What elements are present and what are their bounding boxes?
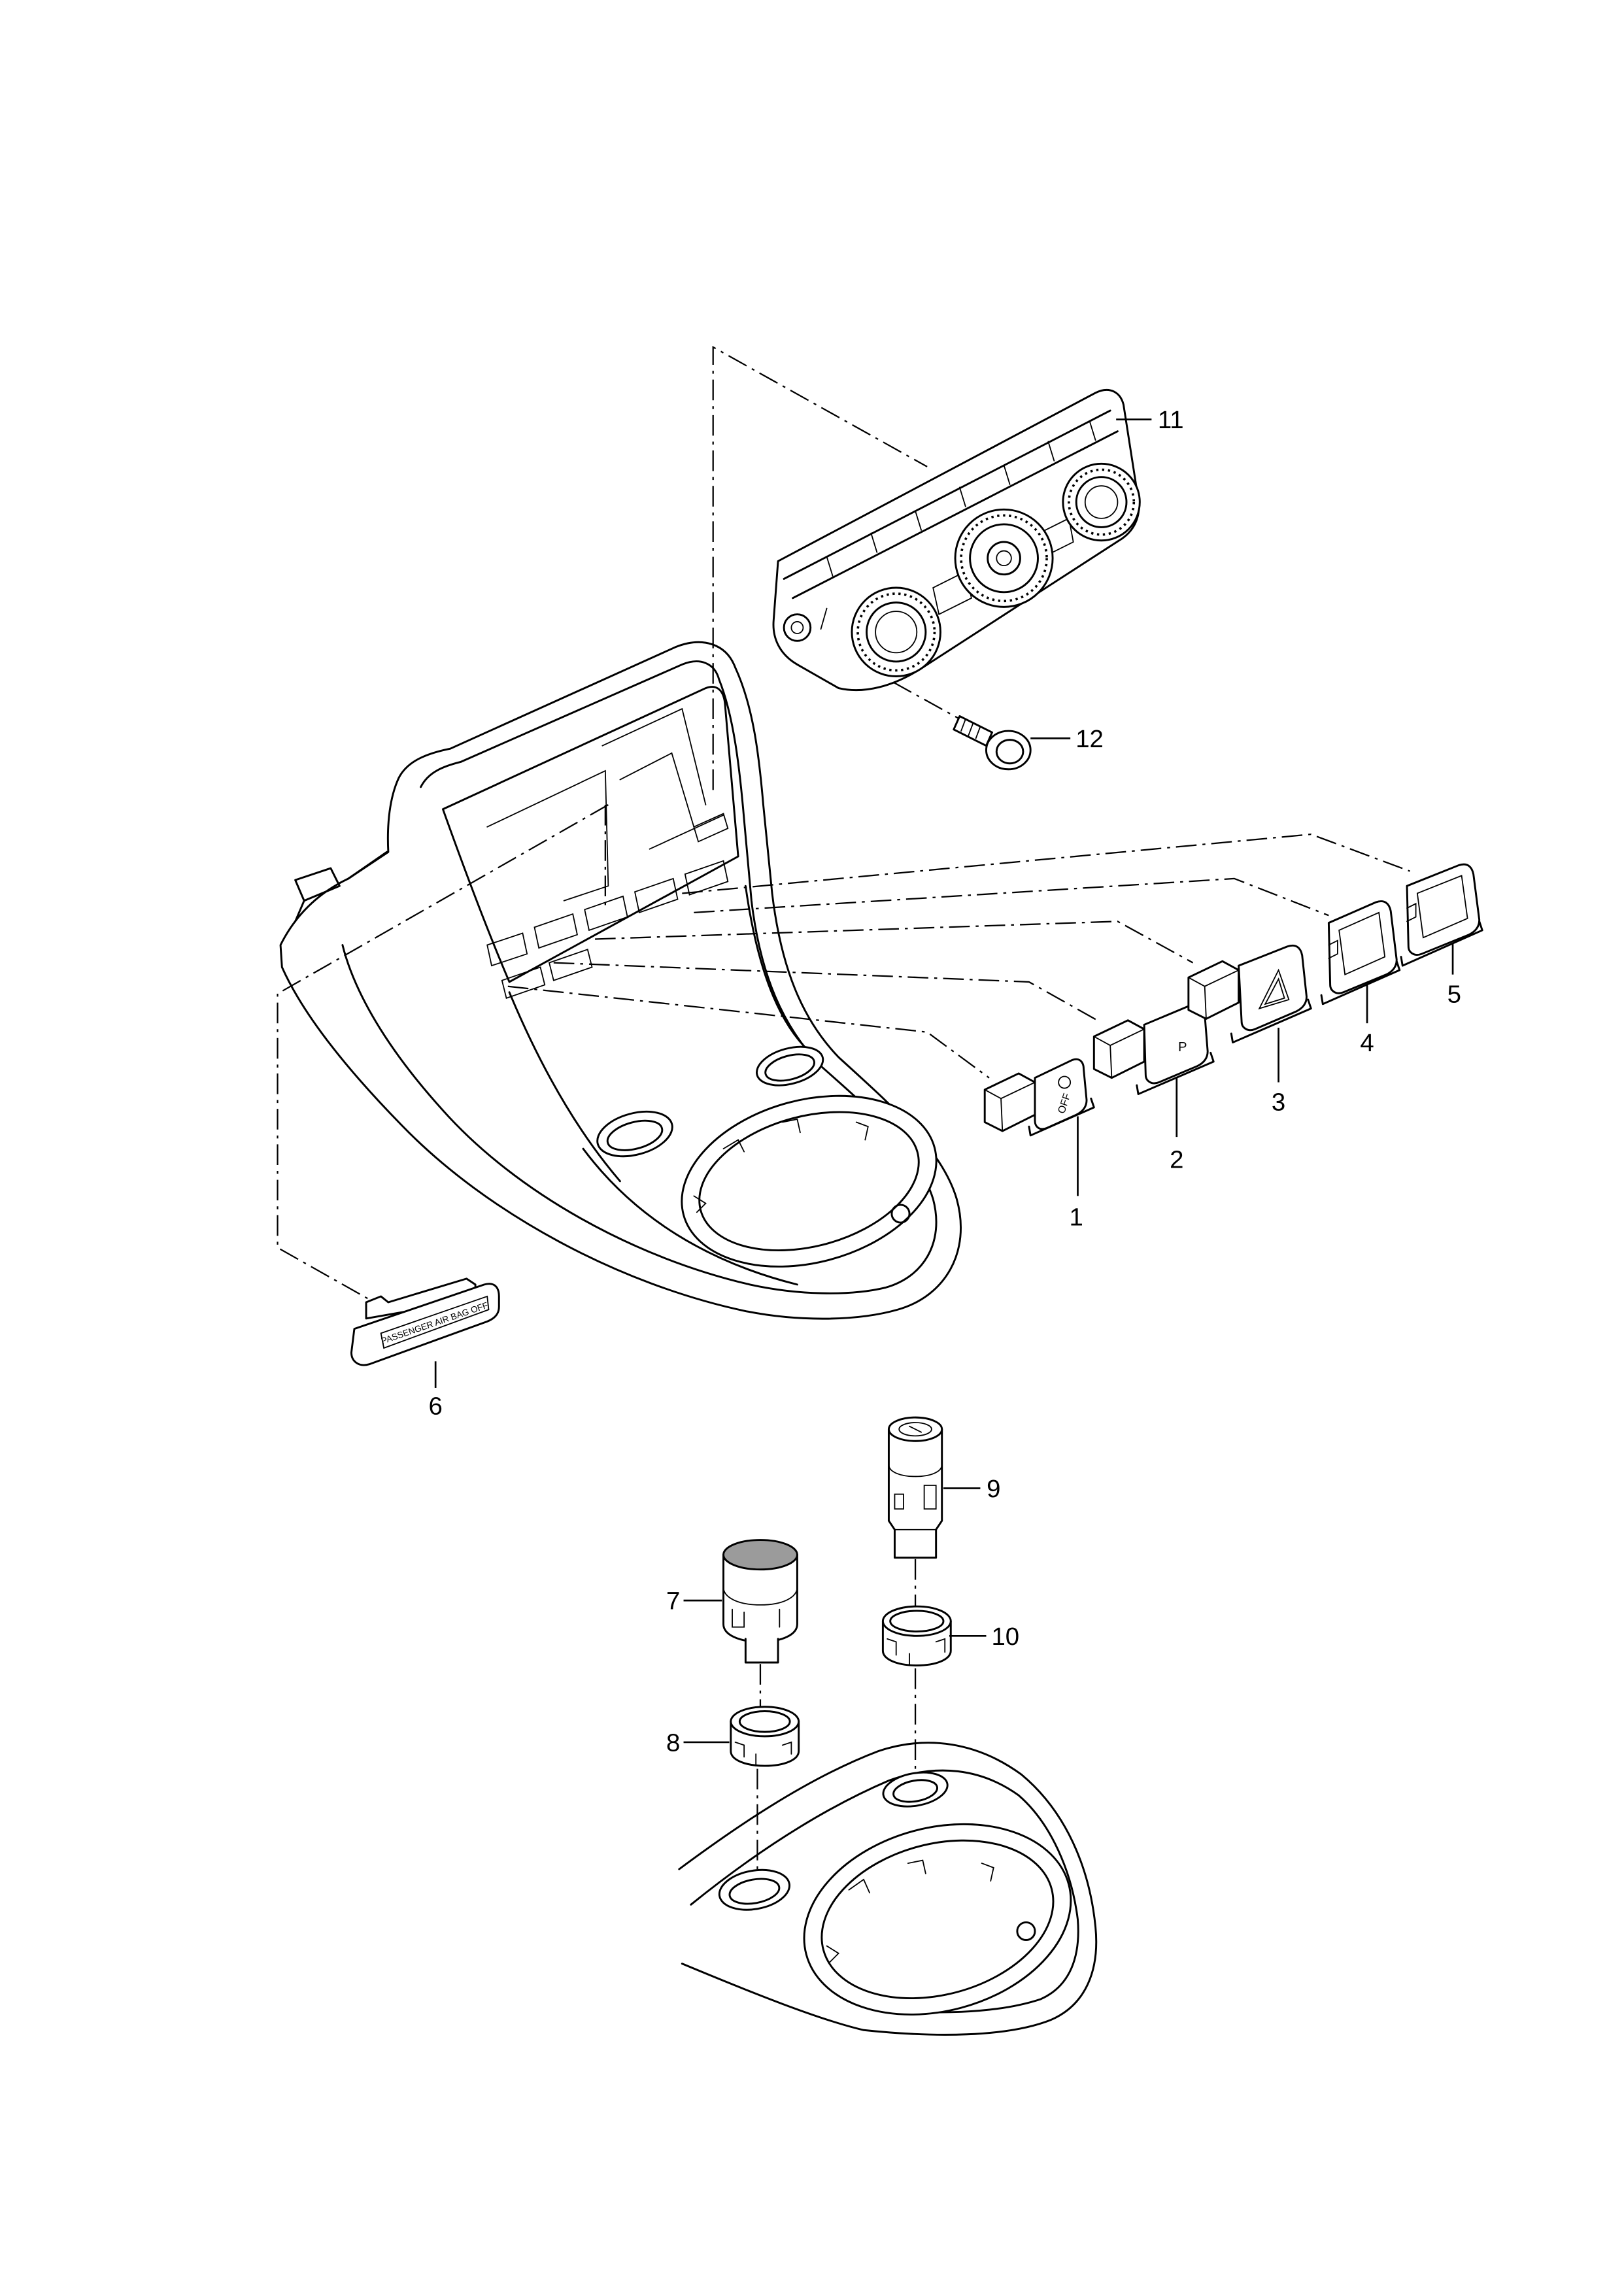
console-switch-slots: [486, 813, 729, 999]
console-bezel-rim: [341, 660, 938, 1294]
callouts: 1 2 3 4 5 6 7 8: [428, 406, 1461, 1757]
assembly-line-6: [277, 803, 609, 1300]
callout-7-label: 7: [666, 1587, 680, 1615]
callout-12: 12: [1030, 725, 1104, 753]
callout-11-label: 11: [1158, 406, 1184, 434]
console-side-tab: [294, 851, 388, 922]
climate-unit-end-cap: [783, 613, 812, 642]
button-part-7: [722, 1539, 798, 1664]
assembly-line-12: [892, 681, 963, 722]
switch-1-lip: [1028, 1097, 1095, 1137]
climate-unit-button-dividers: [826, 420, 1096, 577]
center-knob: [954, 508, 1054, 608]
airbag-indicator-label-panel: [380, 1295, 490, 1349]
blank-5-body: [1406, 863, 1481, 956]
retainer-ring-part-10: [881, 1605, 952, 1666]
console-cupholder-small-left: [596, 1110, 673, 1158]
blank-cover-part-5: [1400, 863, 1483, 967]
callout-4: 4: [1360, 985, 1374, 1057]
climate-control-unit: [772, 388, 1141, 692]
callout-1-label: 1: [1070, 1204, 1083, 1232]
assembly-line-1: [507, 985, 990, 1079]
assembly-lines: [277, 346, 1410, 1883]
assembly-line-4: [694, 877, 1329, 917]
callout-12-label: 12: [1075, 725, 1104, 753]
switch-2-face: [1143, 1004, 1209, 1085]
socket-part-9: [887, 1416, 943, 1559]
callout-2: 2: [1170, 1077, 1183, 1173]
center-console: [279, 641, 962, 1320]
callout-1: 1: [1070, 1116, 1083, 1232]
blank-4-lip: [1320, 960, 1401, 1005]
callout-10: 10: [949, 1623, 1019, 1651]
callout-9-label: 9: [987, 1475, 1000, 1503]
console-tray-edges: [508, 885, 810, 1286]
callout-8: 8: [666, 1729, 730, 1757]
switch-part-2: P: [1092, 1004, 1215, 1096]
blank-5-face: [1416, 875, 1468, 939]
hazard-triangle-icon: [1258, 968, 1290, 1010]
lower-console-rim: [690, 1769, 1079, 2014]
button-7-connector: [744, 1638, 779, 1664]
callout-11: 11: [1116, 406, 1184, 434]
screw-head-recess: [995, 739, 1024, 765]
assembly-line-2: [553, 962, 1100, 1022]
callout-10-label: 10: [991, 1623, 1019, 1651]
callout-9: 9: [943, 1475, 1000, 1503]
climate-unit-housing: [772, 388, 1140, 692]
lower-console-detail: [678, 1742, 1098, 2036]
console-cupholder-small-right: [756, 1045, 824, 1087]
callout-2-label: 2: [1170, 1145, 1183, 1173]
callout-4-label: 4: [1360, 1029, 1374, 1057]
switch-2-connector: [1092, 1019, 1145, 1079]
button-7-cap: [722, 1539, 798, 1571]
assembly-line-11: [712, 346, 928, 790]
screw: [953, 715, 1032, 771]
switch-1-face: [1034, 1058, 1088, 1130]
callout-8-label: 8: [666, 1729, 680, 1757]
callout-5: 5: [1447, 943, 1461, 1009]
console-inner-bracket: [486, 707, 724, 902]
switch-3-lip: [1230, 998, 1312, 1044]
callout-3: 3: [1272, 1027, 1285, 1116]
assembly-line-3: [595, 920, 1194, 964]
blank-cover-part-4: [1320, 900, 1401, 1005]
screw-shank: [953, 715, 993, 747]
assembly-line-7-8: [756, 1664, 762, 1883]
switch-3-face: [1238, 944, 1308, 1032]
console-switch-opening: [441, 686, 739, 983]
lower-console-hole-9-10: [882, 1771, 949, 1808]
right-knob: [1062, 462, 1141, 542]
callout-5-label: 5: [1447, 981, 1461, 1009]
assembly-line-5: [682, 833, 1410, 894]
climate-unit-button-strip: [783, 409, 1119, 599]
screw-threads: [960, 718, 981, 739]
switch-part-1: OFF: [983, 1058, 1095, 1137]
airbag-indicator-body: [350, 1283, 500, 1366]
airbag-indicator-part-6: PASSENGER AIR BAG OFF: [350, 1277, 500, 1366]
switch-part-3: [1187, 944, 1312, 1044]
lower-console-hole-7-8: [718, 1868, 791, 1911]
callout-6: 6: [428, 1361, 443, 1421]
callout-3-label: 3: [1272, 1088, 1285, 1116]
switch-2-marking: P: [1178, 1040, 1187, 1055]
switch-1-connector: [983, 1072, 1036, 1132]
blank-5-lip: [1400, 920, 1483, 967]
left-knob: [851, 586, 941, 677]
callout-6-label: 6: [428, 1393, 442, 1421]
callout-7: 7: [666, 1587, 722, 1615]
switch-3-connector: [1187, 960, 1240, 1020]
blank-4-body: [1327, 900, 1398, 994]
lower-console-cupholder: [803, 1823, 1072, 2016]
console-cupholder-large: [681, 1094, 938, 1268]
blank-4-face: [1338, 911, 1386, 975]
retainer-ring-part-8: [730, 1706, 800, 1767]
lower-console-outline: [678, 1742, 1098, 2036]
start-stop-icon: [1058, 1075, 1072, 1089]
